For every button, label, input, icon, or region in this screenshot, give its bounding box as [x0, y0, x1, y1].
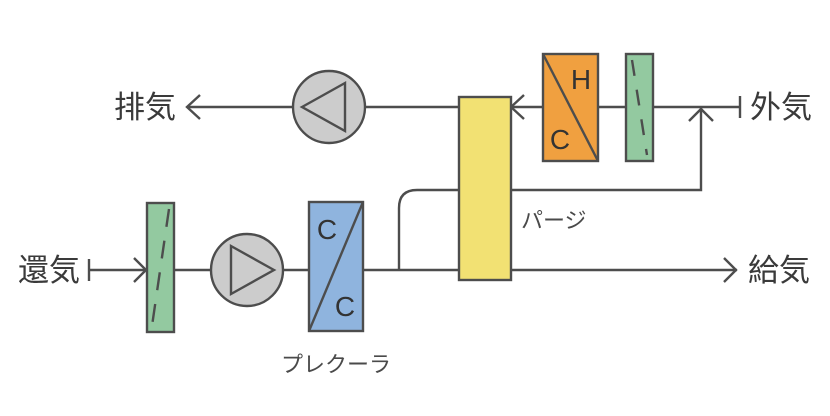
purge-bypass-arrow-head: [688, 107, 714, 122]
supply-arrow-head: [723, 257, 738, 283]
precooler-label: プレクーラ: [281, 353, 391, 378]
exhaust-air-label: 排気: [114, 90, 176, 126]
lower-filter-media: [150, 208, 171, 327]
upper-filter: [624, 52, 655, 163]
return-air-label: 還気: [18, 253, 80, 289]
precooler-coil: C C: [307, 200, 365, 333]
upper-coil: H C: [541, 52, 600, 163]
exhaust-arrow-head: [185, 94, 201, 120]
upper-filter-body: [624, 52, 655, 163]
precooler-coil-divider: [307, 201, 365, 332]
purge-inlet-branch: [397, 188, 459, 270]
supply-fan: [209, 232, 285, 308]
precooler-top-label: C: [317, 214, 337, 245]
purge-bypass-line: [511, 107, 703, 192]
purge-label: パージ: [521, 209, 587, 234]
lower-filter: [145, 201, 176, 334]
exhaust-fan: [291, 69, 367, 145]
lower-filter-body: [145, 201, 176, 334]
supply-air-label: 給気: [748, 253, 810, 289]
upper-coil-heat-label: H: [571, 64, 591, 95]
heat-recovery-wheel: [457, 95, 513, 282]
exhaust-fan-direction-icon: [299, 80, 347, 134]
outdoor-air-label: 外気: [750, 90, 812, 126]
precooler-bottom-label: C: [335, 291, 355, 322]
upper-coil-cool-label: C: [550, 124, 570, 155]
upper-coil-divider: [541, 53, 600, 162]
supply-fan-direction-icon: [229, 243, 277, 297]
